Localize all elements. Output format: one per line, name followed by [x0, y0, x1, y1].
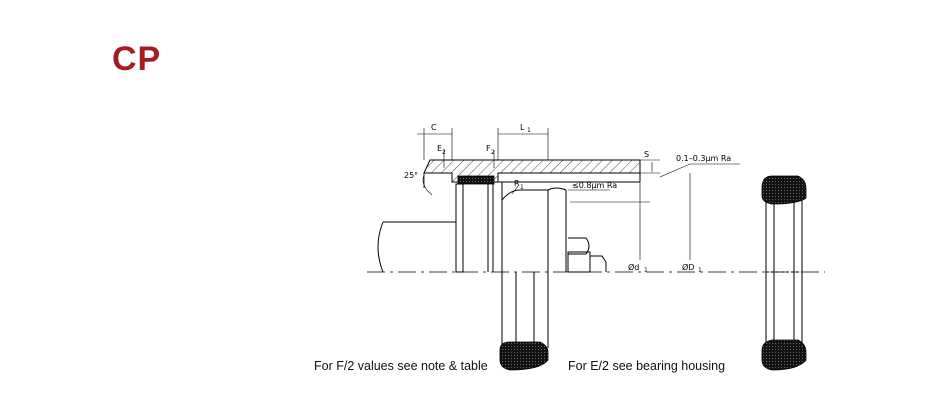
shaft: [377, 221, 456, 273]
seal-body: [501, 182, 567, 272]
ring-top-knurl: [761, 175, 807, 205]
label-f2: F: [486, 144, 491, 153]
label-D1: ØD: [682, 262, 694, 272]
label-d1: Ød: [628, 262, 639, 272]
ring-bottom-knurl: [761, 339, 807, 371]
label-d1-sub: 1: [644, 267, 648, 274]
label-f2-sub: 2: [491, 149, 495, 156]
label-e2-sub: 2: [442, 149, 446, 156]
label-r1: R: [514, 179, 520, 188]
label-l1: L: [520, 123, 525, 132]
caption-left: For F/2 values see note & table: [314, 359, 488, 373]
label-angle: 25°: [404, 171, 418, 180]
label-roughness-top: 0.1–0.3μm Ra: [676, 154, 731, 163]
label-roughness-inner: ≤0.8μm Ra: [572, 181, 617, 190]
label-c: C: [431, 123, 437, 132]
caption-right: For E/2 see bearing housing: [568, 359, 725, 373]
seal-lip: [457, 175, 495, 185]
label-D1-sub: 1: [698, 267, 702, 274]
seal-lower-knurl: [499, 341, 549, 371]
page-title: CP: [112, 40, 162, 78]
label-e2: E: [437, 144, 442, 153]
retaining-plate: [455, 183, 494, 273]
ring-side-view: [765, 180, 803, 360]
dimension-lines: [417, 128, 740, 260]
spring-element: [567, 237, 607, 273]
seal-lower: [501, 272, 549, 348]
housing-bore: [498, 173, 641, 183]
label-l1-sub: 1: [527, 127, 531, 134]
label-s: S: [644, 150, 649, 159]
label-r1-sub: 1: [520, 184, 524, 191]
